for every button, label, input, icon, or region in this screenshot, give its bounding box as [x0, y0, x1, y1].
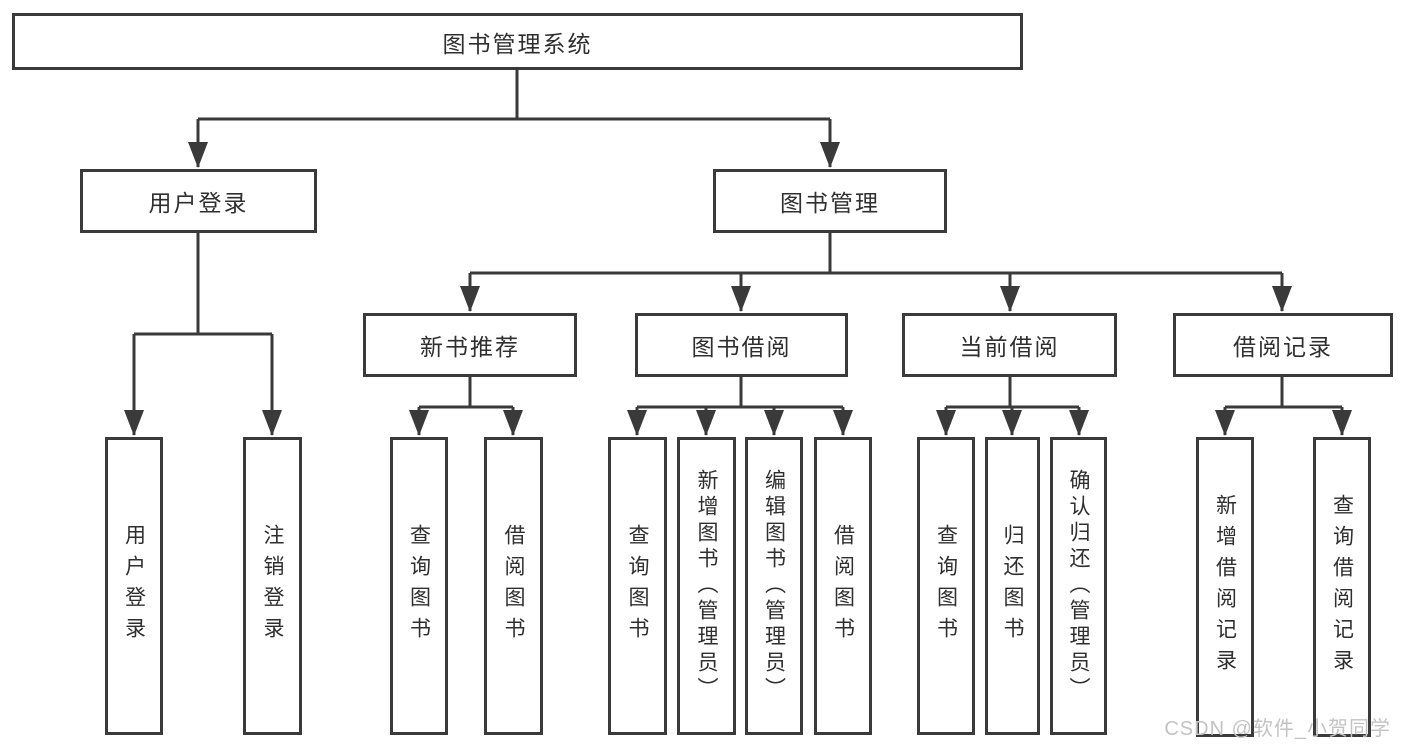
node-book-management-branch: 图书管理: [713, 169, 947, 233]
node-query-books-current: 查询图书: [917, 437, 975, 735]
connector-book-management: [470, 233, 1282, 275]
csdn-watermark: CSDN @软件_小贺同学: [1164, 718, 1391, 740]
node-query-books-borrowing: 查询图书: [608, 437, 667, 735]
node-borrowing-records: 借阅记录: [1173, 313, 1393, 377]
node-borrow-books: 借阅图书: [814, 437, 872, 735]
node-library-management-system: 图书管理系统: [12, 13, 1023, 70]
connector-borrowing-records: [1225, 377, 1342, 409]
node-new-book-recommendation: 新书推荐: [363, 313, 577, 377]
node-query-books-recommend: 查询图书: [390, 437, 448, 735]
node-query-borrow-record: 查询借阅记录: [1313, 437, 1371, 737]
node-borrow-books-recommend: 借阅图书: [484, 437, 543, 735]
node-current-borrowing: 当前借阅: [902, 313, 1117, 377]
connector-user-login: [134, 233, 272, 336]
node-confirm-return-admin: 确认归还（管理员）: [1050, 437, 1107, 735]
connector-root: [198, 70, 830, 121]
node-edit-book-admin: 编辑图书（管理员）: [745, 437, 803, 735]
node-user-login-branch: 用户登录: [80, 169, 317, 233]
connector-book-borrowing: [637, 377, 843, 409]
node-logout: 注销登录: [243, 437, 302, 735]
connector-new-book: [419, 377, 513, 409]
node-add-borrow-record: 新增借阅记录: [1196, 437, 1254, 737]
connector-current-borrowing: [946, 377, 1079, 409]
node-add-book-admin: 新增图书（管理员）: [677, 437, 736, 735]
node-user-login: 用户登录: [105, 437, 163, 735]
node-return-books: 归还图书: [985, 437, 1040, 735]
node-book-borrowing: 图书借阅: [635, 313, 848, 377]
